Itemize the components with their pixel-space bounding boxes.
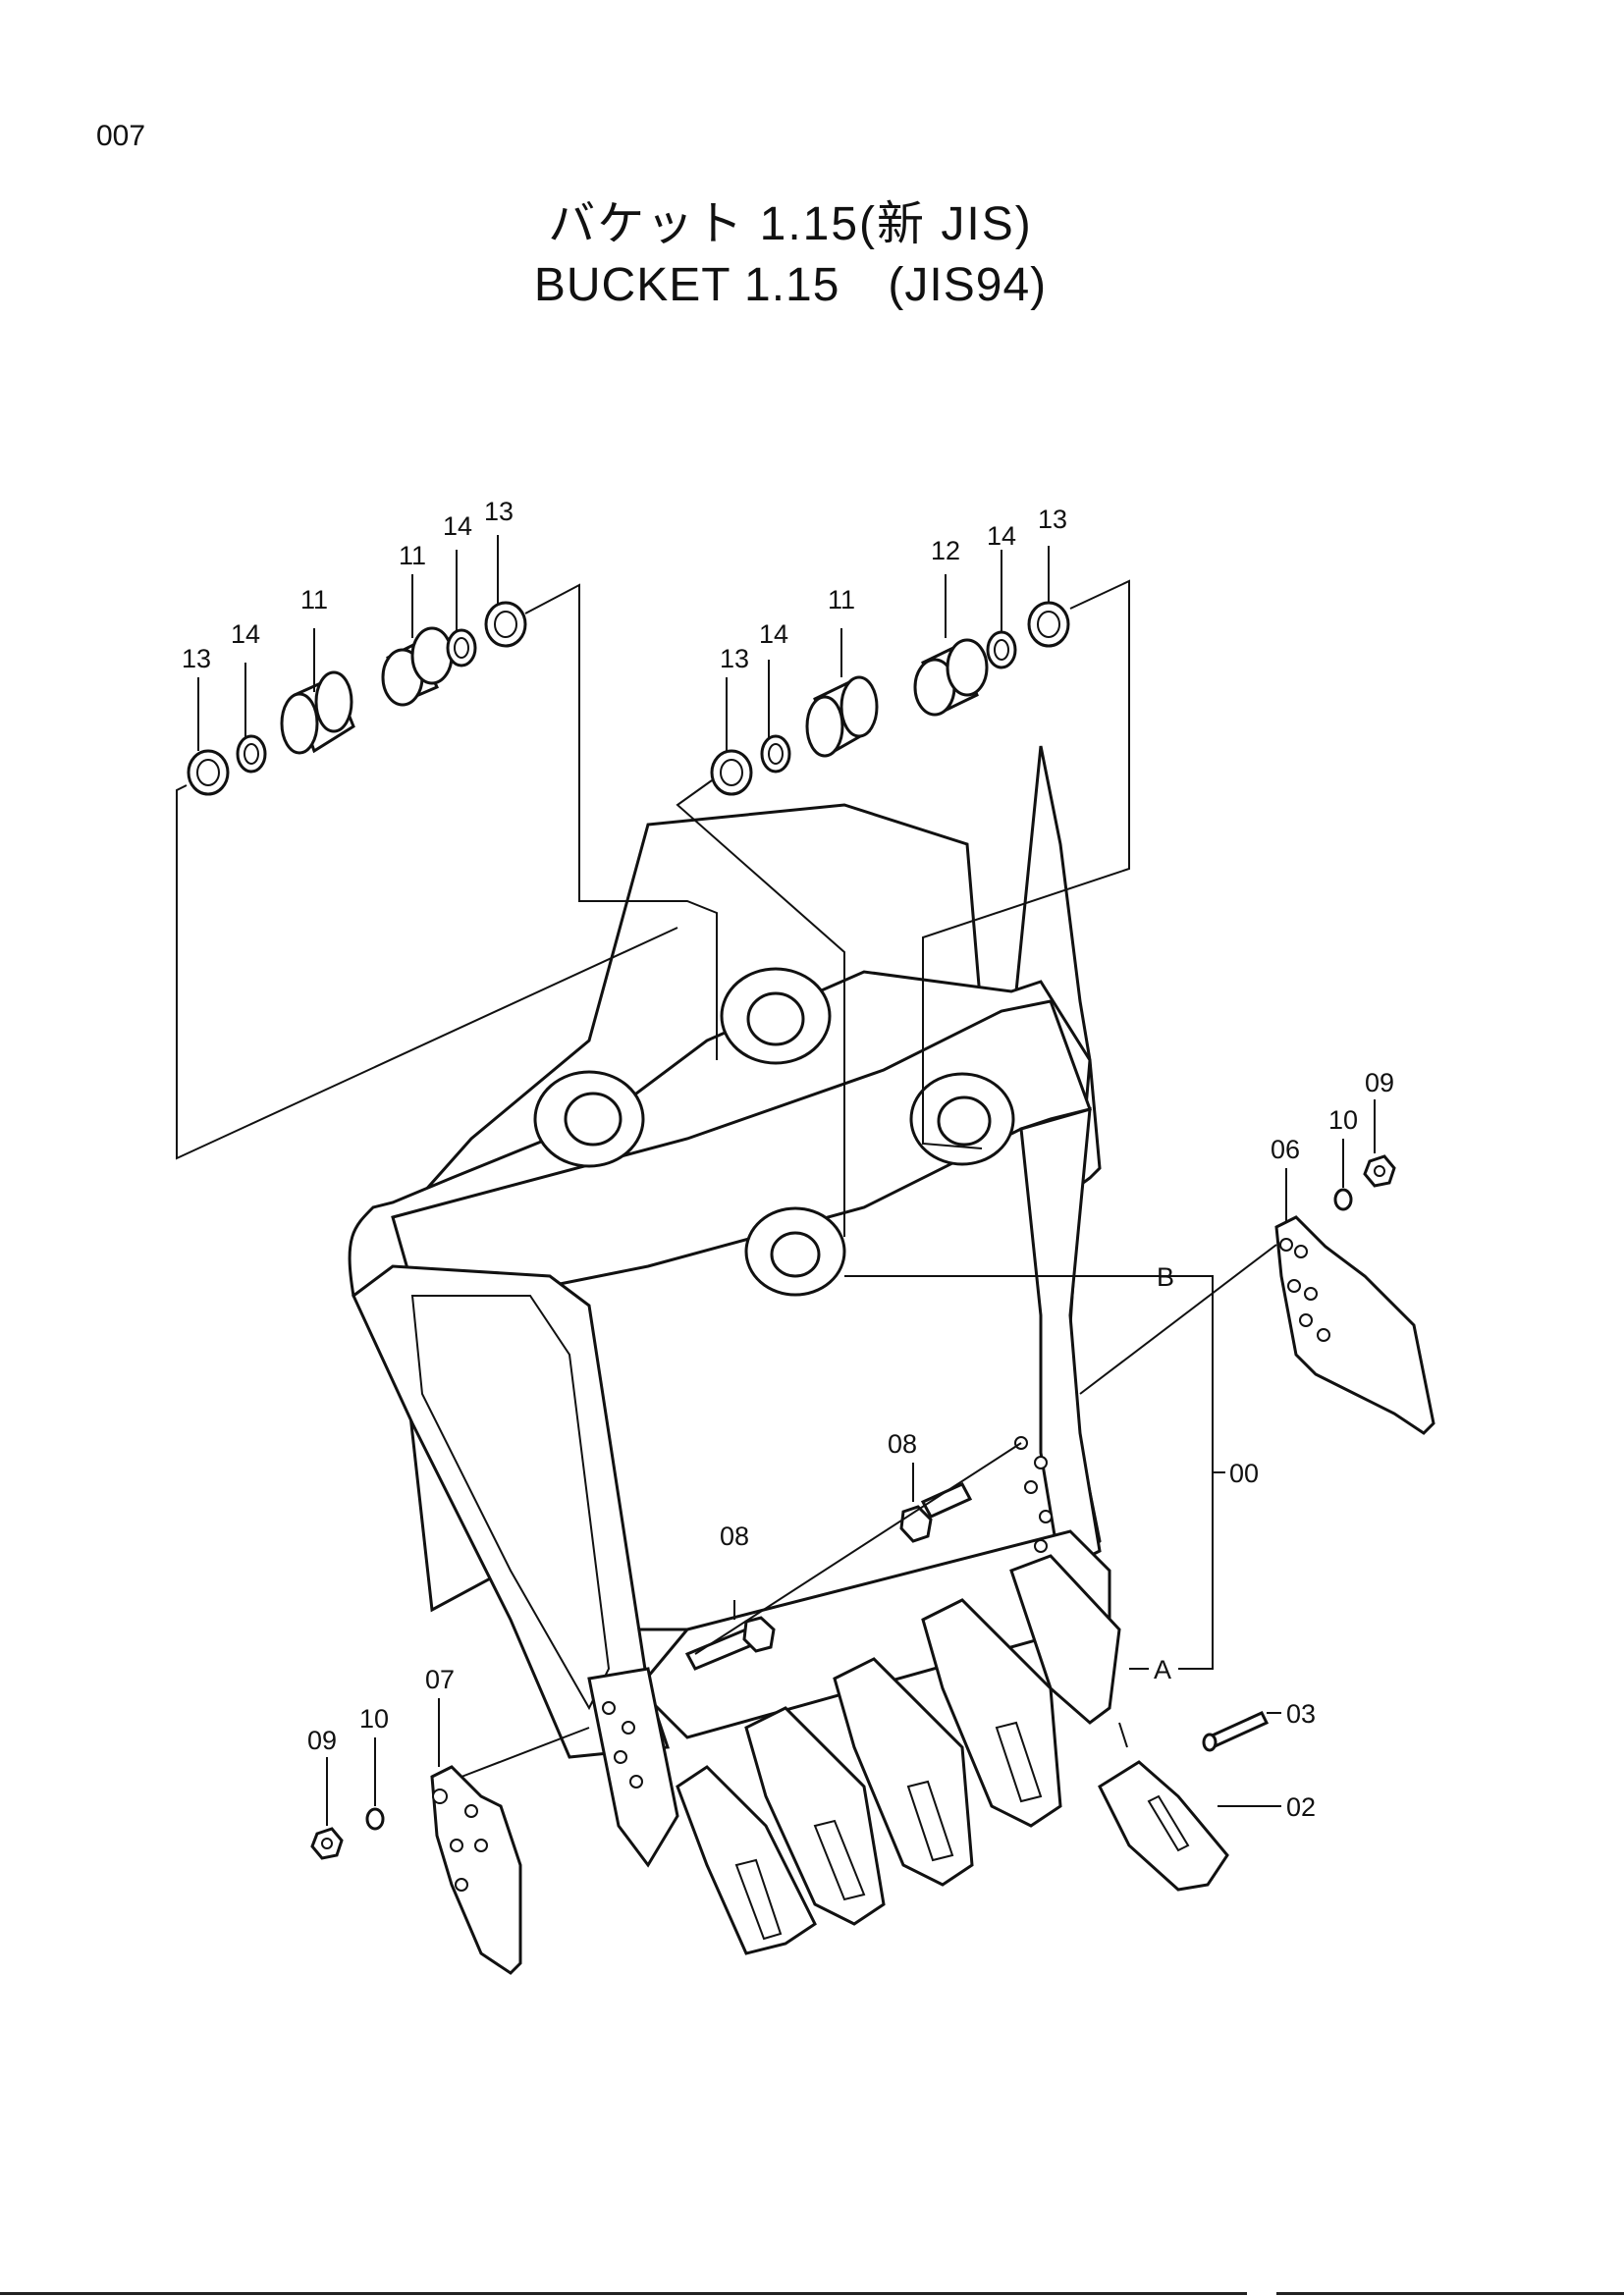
bushing-group-right <box>913 601 1070 717</box>
title-english: BUCKET 1.15 (JIS94) <box>533 259 1048 311</box>
callout-13: 13 <box>720 644 749 673</box>
callout-09: 09 <box>307 1726 337 1755</box>
callout-07: 07 <box>425 1665 455 1694</box>
callout-11: 11 <box>828 585 855 614</box>
callout-08: 08 <box>888 1429 917 1459</box>
callout-14: 14 <box>987 521 1016 551</box>
footer-rule <box>1276 2292 1624 2295</box>
tooth-adapters <box>676 1554 1121 1955</box>
callout-09: 09 <box>1365 1068 1394 1097</box>
side-cutter-right <box>1274 1154 1435 1435</box>
callout-10: 10 <box>359 1704 389 1734</box>
callout-02: 02 <box>1286 1792 1316 1822</box>
callout-14: 14 <box>759 619 788 649</box>
side-cutter-left <box>310 1765 522 1975</box>
callout-13: 13 <box>1038 505 1067 534</box>
bushing-group-mid-right <box>710 675 879 796</box>
callout-14: 14 <box>443 511 472 541</box>
callout-11: 11 <box>399 541 426 570</box>
tooth-point-and-pin <box>1098 1711 1270 1892</box>
assembly-lines <box>176 579 1130 1237</box>
callout-06: 06 <box>1271 1135 1300 1164</box>
callout-00: 00 <box>1229 1459 1259 1488</box>
callout-A: A <box>1154 1655 1171 1684</box>
callout-B: B <box>1157 1262 1174 1292</box>
callout-labels: 13 14 11 11 14 13 13 14 11 12 14 13 09 1… <box>182 497 1394 1822</box>
callout-14: 14 <box>231 619 260 649</box>
footer-rule <box>0 2292 1247 2295</box>
bushing-group-left <box>187 670 355 796</box>
callout-11: 11 <box>300 585 328 614</box>
callout-03: 03 <box>1286 1699 1316 1729</box>
bushing-group-mid-left <box>381 601 527 707</box>
callout-13: 13 <box>484 497 514 526</box>
callout-10: 10 <box>1328 1105 1358 1135</box>
callout-12: 12 <box>931 536 960 565</box>
title-japanese: バケット 1.15(新 JIS) <box>548 198 1033 250</box>
leader-lines <box>197 535 1376 1826</box>
callout-08: 08 <box>720 1522 749 1551</box>
callout-13: 13 <box>182 644 211 673</box>
page-number: 007 <box>96 120 146 152</box>
